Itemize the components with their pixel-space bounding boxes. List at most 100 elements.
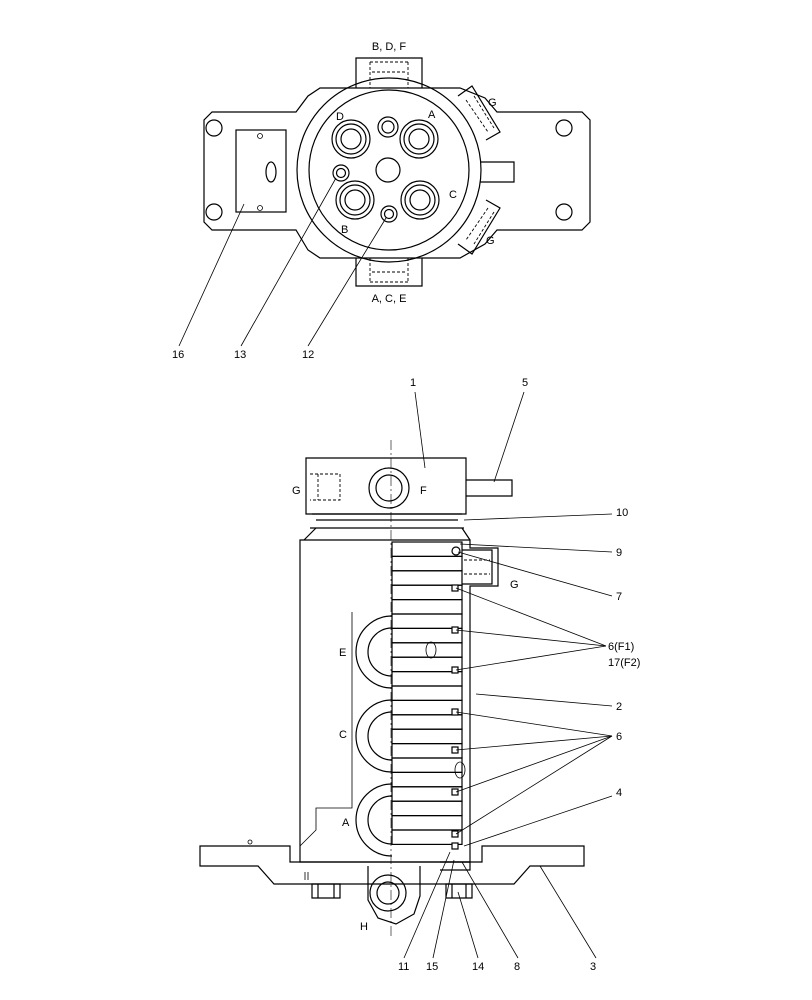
callout-6: 6 (616, 731, 622, 743)
g-port-hidden-upper (465, 95, 495, 133)
leader-6-c (455, 735, 613, 793)
leader-6f1-a (455, 587, 607, 647)
seal-ring-mark (451, 584, 459, 592)
port-b (335, 180, 375, 220)
hole-label-a: A (428, 109, 436, 121)
leader-6f1-b (455, 629, 607, 647)
port-d (331, 119, 371, 159)
callout-3: 3 (590, 961, 596, 973)
callout-4: 4 (616, 787, 622, 799)
leader-6-b (455, 735, 613, 751)
ball-bearing-mark (451, 546, 461, 556)
inner-body-outline (299, 612, 353, 847)
rotor-ring-band (391, 570, 463, 586)
g-port-block-hidden (464, 559, 490, 575)
top-view: B, D, F A, C, E G G D A B C 16 13 12 (172, 41, 591, 361)
g-port-boss-upper (457, 85, 501, 141)
top-view-pin (480, 161, 515, 183)
leader-1 (414, 391, 426, 469)
rotor-ring-band (391, 771, 463, 788)
callout-14: 14 (472, 961, 484, 973)
bottom-port-label: A, C, E (372, 293, 407, 305)
port-f-inner (375, 474, 403, 502)
callout-11: 11 (398, 961, 409, 973)
plug-13 (332, 164, 350, 182)
rotor-ring-band (391, 598, 463, 615)
center-port (375, 157, 401, 183)
rotor-ring-band (391, 555, 463, 572)
bottom-port-boss (355, 258, 423, 287)
callout-2: 2 (616, 701, 622, 713)
port-h-outer (369, 874, 407, 912)
bottom-port-h-body (367, 866, 421, 925)
port-label-h: H (360, 921, 368, 933)
flange-bolt-hole (205, 203, 223, 221)
flange-bolt-hole (555, 119, 573, 137)
plate-slot (265, 161, 277, 183)
rotor-ring-band (391, 829, 463, 845)
lock-plate (440, 861, 471, 871)
leader-11 (403, 851, 451, 959)
flange-bolt-hole (555, 203, 573, 221)
hole-label-b: B (341, 224, 348, 236)
port-c (400, 180, 440, 220)
bolt-left (311, 883, 341, 899)
name-plate (235, 129, 287, 213)
side-view: 1 5 G F 10 9 G 7 6(F1) 17(F2) E 2 C 6 4 … (199, 377, 640, 973)
top-cap-hidden-port (310, 473, 341, 501)
callout-17-f2: 17(F2) (608, 657, 640, 669)
top-cap (305, 457, 467, 515)
seal-band (310, 513, 464, 529)
g-port-boss-lower (457, 199, 501, 255)
top-port-hidden (369, 61, 409, 88)
seal-ring-mark (451, 842, 459, 850)
rotor-ring-band (391, 670, 463, 687)
body-inner-circle (308, 89, 470, 251)
top-view-flange (203, 87, 591, 259)
spool-port-e (355, 615, 437, 689)
leader-16 (178, 203, 245, 347)
rotor-ring-band (391, 613, 463, 629)
rotor-ring-band (391, 685, 463, 701)
leader-15 (432, 859, 455, 959)
rotor-ring-band (391, 541, 463, 557)
seal-ring-mark (451, 788, 459, 796)
hole-label-d: D (336, 111, 344, 123)
port-label-g-right: G (510, 579, 519, 591)
rotor-rings (391, 541, 463, 845)
leader-6-d (455, 735, 613, 835)
seal-marks (451, 546, 461, 850)
leader-12 (307, 217, 387, 347)
leader-5 (493, 391, 525, 483)
port-label-c: C (339, 729, 347, 741)
callout-5: 5 (522, 377, 528, 389)
leader-4 (463, 795, 613, 847)
rotor-ring-band (391, 800, 463, 817)
g-lower-label: G (486, 235, 495, 247)
plug-12 (380, 205, 398, 223)
port-h-inner (376, 881, 400, 905)
rotor-ring-band (391, 757, 463, 773)
leader-8 (461, 861, 519, 959)
port-label-e: E (339, 647, 346, 659)
flange-tick (304, 872, 309, 880)
g-port-block (462, 549, 493, 585)
leader-10 (463, 513, 613, 521)
g-port-hidden-lower (465, 207, 495, 245)
spool-port-c (355, 699, 466, 779)
callout-12: 12 (302, 349, 314, 361)
rotor-ring-band (391, 714, 463, 730)
port-label-a: A (342, 817, 350, 829)
port-f-outer (368, 467, 410, 509)
leader-6f1-c (455, 645, 607, 671)
flange-mark (247, 839, 253, 845)
plate-rivet (257, 133, 263, 139)
seal-flare (303, 527, 471, 541)
callout-1: 1 (410, 377, 416, 389)
rotor-ring-band (391, 728, 463, 745)
leader-13 (240, 177, 337, 347)
callout-16: 16 (172, 349, 184, 361)
body-outer-circle (296, 77, 482, 263)
callout-9: 9 (616, 547, 622, 559)
callout-15: 15 (426, 961, 438, 973)
